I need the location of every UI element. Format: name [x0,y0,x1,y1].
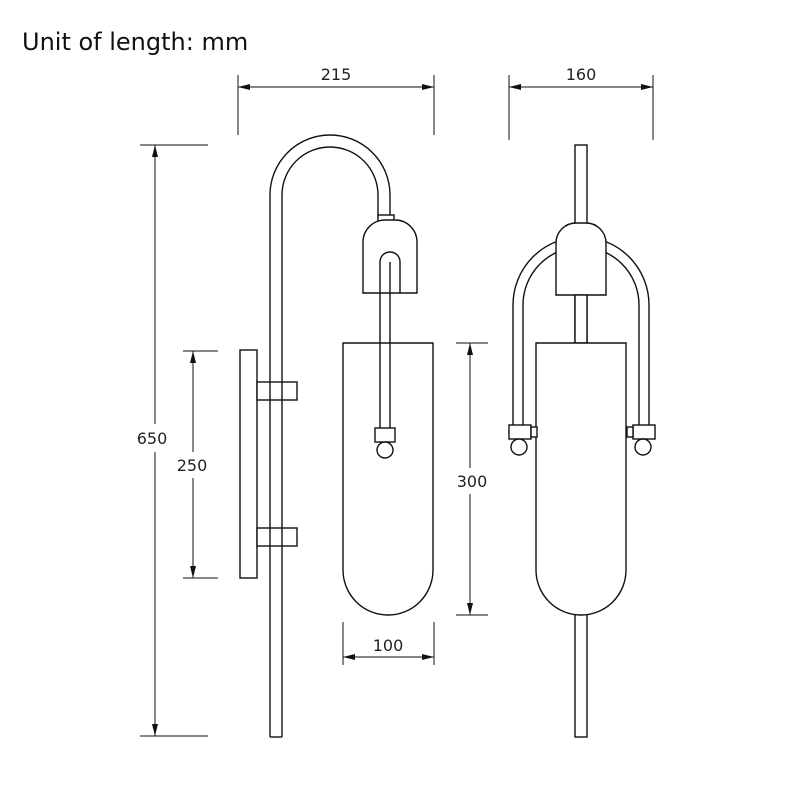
front-lamp-cap [555,222,607,296]
right-bulb [634,438,652,456]
dim-total-height: 650 [137,144,208,737]
dim-shade-width: 100 [342,622,435,665]
right-bulb-socket [632,424,656,440]
right-bulb-clip [626,426,634,438]
dim-backplate-height: 250 [177,350,218,579]
dim-width-front: 160 [508,65,654,140]
bulb [376,441,394,459]
glass-shade [342,342,434,616]
side-view [239,134,434,738]
bulb-tube [379,251,401,430]
bulb-socket [374,427,396,443]
left-bulb [510,438,528,456]
upper-bracket [256,381,298,401]
rod-inner [281,146,379,737]
dim-shade-height: 300 [456,342,488,616]
rod-outer [269,134,391,737]
dim-label-650: 650 [137,429,168,448]
lower-bracket [256,527,298,547]
rod-mid-section [574,294,588,344]
dim-label-215: 215 [321,65,352,84]
unit-label: Unit of length: mm [22,28,249,56]
front-glass-shade [535,342,627,616]
lamp-cap [362,219,418,294]
front-view [508,144,656,738]
dim-label-250: 250 [177,456,208,475]
dim-label-160: 160 [566,65,597,84]
dim-label-300: 300 [457,472,488,491]
left-bulb-clip [530,426,538,438]
dim-width-side: 215 [237,65,435,135]
wall-backplate [239,349,258,579]
dim-label-100: 100 [373,636,404,655]
left-bulb-socket [508,424,532,440]
